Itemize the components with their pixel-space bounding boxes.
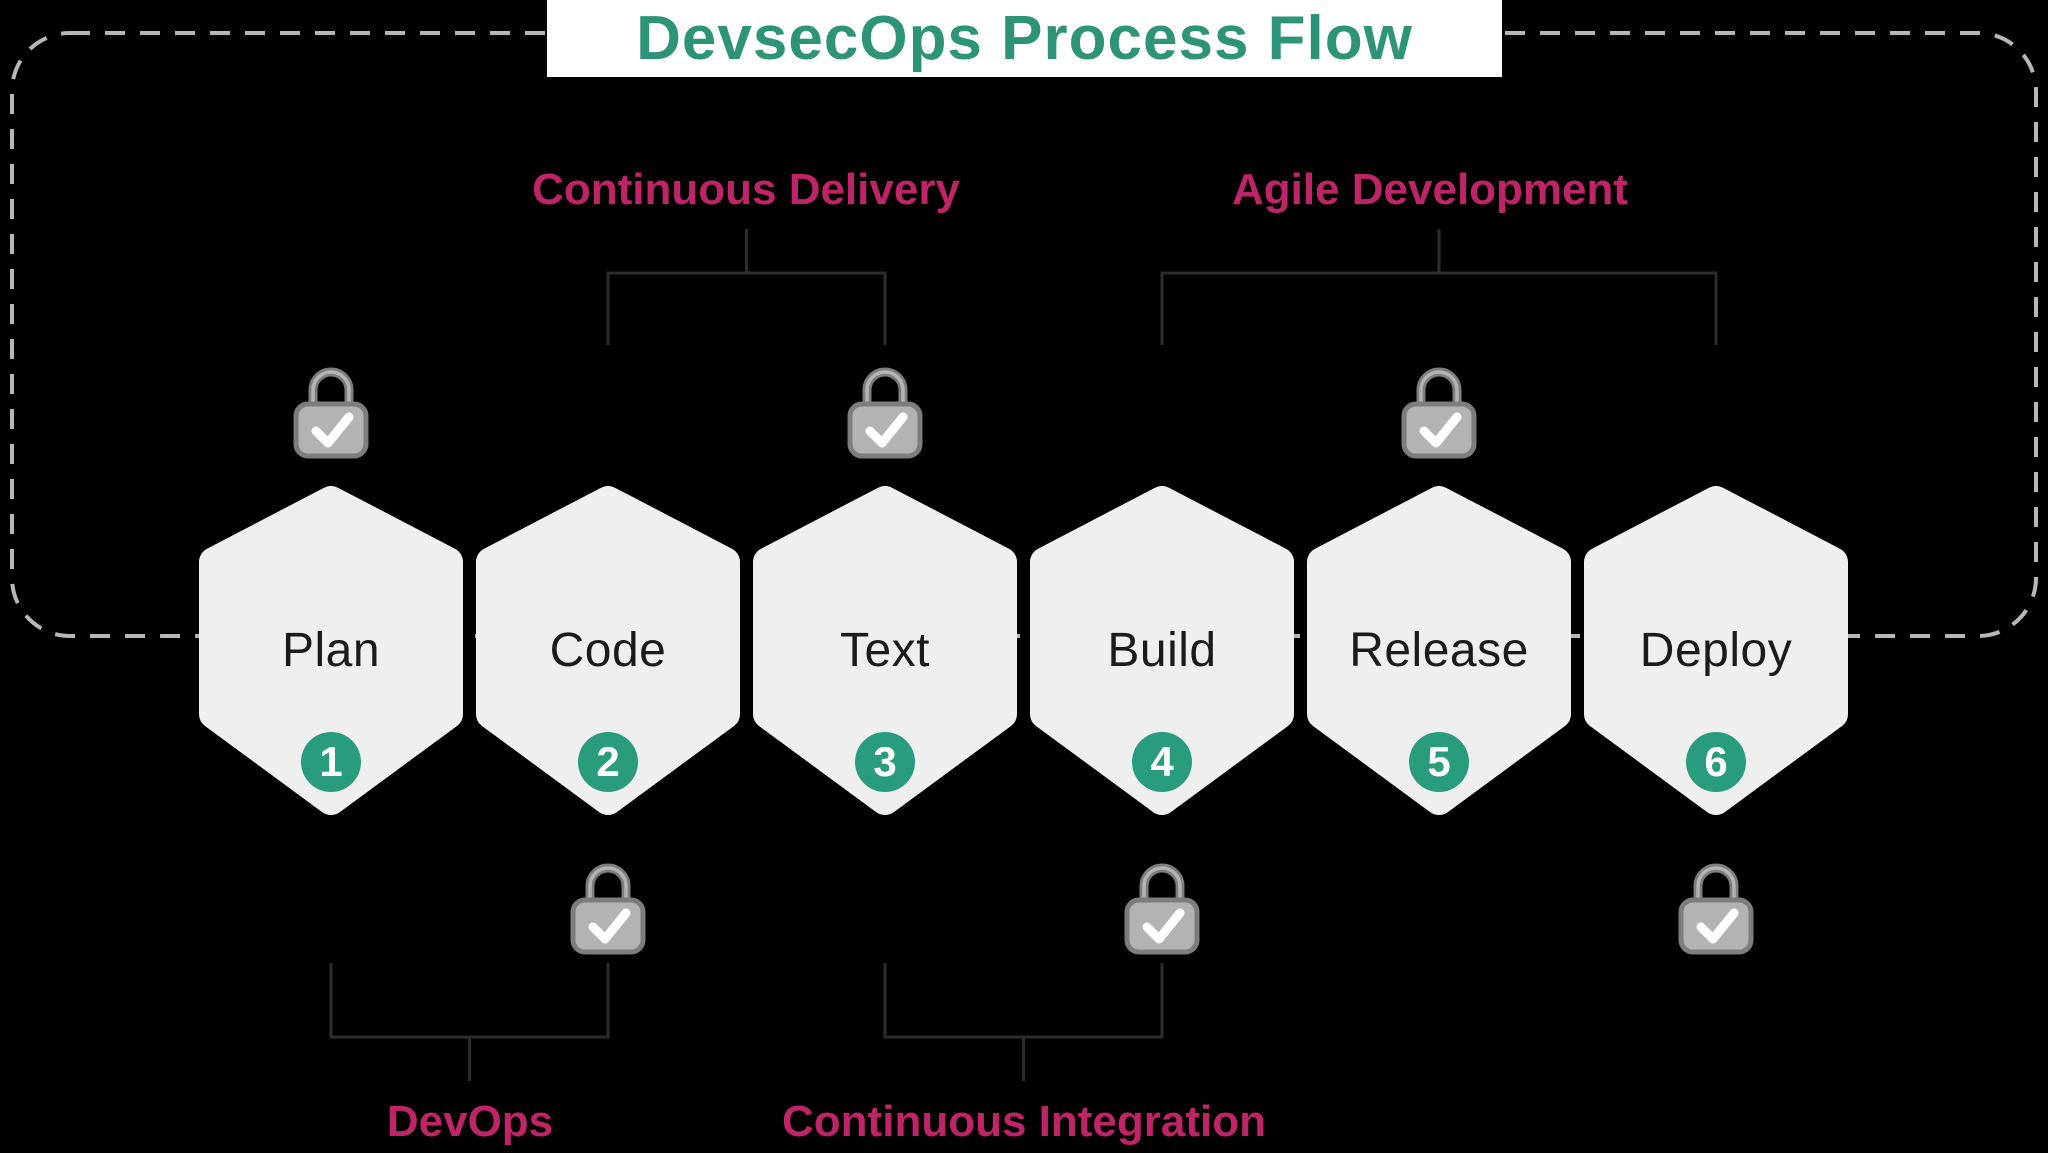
stage-number-badge: 3 [855, 732, 915, 792]
bracket-devops [329, 963, 610, 1081]
hexagon-shape [1030, 486, 1294, 815]
annotation-agile-development: Agile Development [1231, 165, 1629, 214]
stage-number-badge: 4 [1132, 732, 1192, 792]
hexagon-shape [1307, 486, 1571, 815]
lock-check-icon [1399, 360, 1479, 460]
stage-hexagon-build: Build 4 [1029, 484, 1295, 817]
annotation-continuous-integration: Continuous Integration [782, 1097, 1266, 1146]
lock-check-icon [568, 856, 648, 956]
stage-hexagon-text: Text 3 [752, 484, 1018, 817]
hexagon-shape [199, 486, 463, 815]
bracket-continuous-delivery [606, 229, 887, 345]
stage-hexagon-release: Release 5 [1306, 484, 1572, 817]
stage-label: Deploy [1639, 623, 1793, 677]
bracket-agile-development [1160, 229, 1718, 345]
lock-check-icon [291, 360, 371, 460]
lock-check-icon [1122, 856, 1202, 956]
stage-label: Text [839, 623, 931, 677]
title-banner: DevsecOps Process Flow [547, 0, 1502, 77]
stage-number-badge: 1 [301, 732, 361, 792]
stage-hexagon-code: Code 2 [475, 484, 741, 817]
stage-number-badge: 5 [1409, 732, 1469, 792]
stage-number-badge: 2 [578, 732, 638, 792]
stage-hexagon-plan: Plan 1 [198, 484, 464, 817]
stage-label: Build [1107, 623, 1217, 677]
stage-label: Code [549, 623, 667, 677]
stage-label: Release [1349, 623, 1529, 677]
lock-check-icon [845, 360, 925, 460]
page-title: DevsecOps Process Flow [636, 3, 1413, 73]
stage-hexagon-deploy: Deploy 6 [1583, 484, 1849, 817]
stage-number-badge: 6 [1686, 732, 1746, 792]
lock-check-icon [1676, 856, 1756, 956]
hexagon-shape [753, 486, 1017, 815]
annotation-continuous-delivery: Continuous Delivery [532, 165, 960, 214]
stage-label: Plan [281, 623, 381, 677]
hexagon-shape [476, 486, 740, 815]
bracket-continuous-integration [883, 963, 1164, 1081]
hexagon-shape [1584, 486, 1848, 815]
annotation-devops: DevOps [386, 1097, 554, 1146]
